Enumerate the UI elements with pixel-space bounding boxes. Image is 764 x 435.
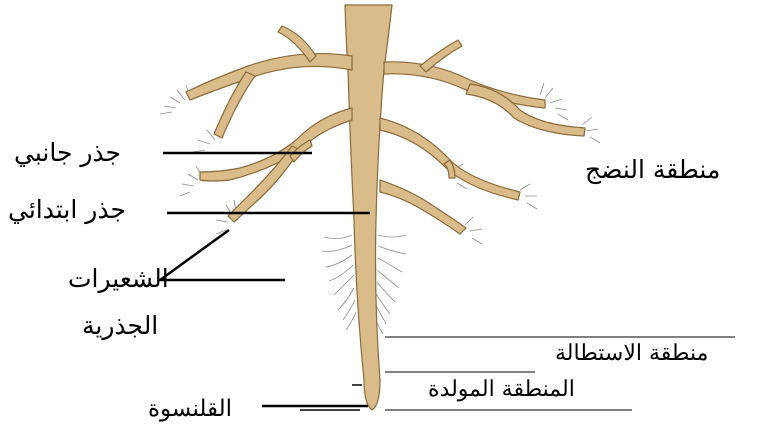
lateral-root — [466, 84, 585, 136]
lateral-root — [186, 54, 352, 100]
elongation-zone-label: منطقة الاستطالة — [555, 343, 708, 365]
maturation-zone-label: منطقة النضج — [585, 157, 720, 182]
root-hair — [375, 235, 406, 334]
root-body — [186, 5, 585, 410]
root-hairs-label-line2: الجذرية — [82, 313, 158, 338]
primary-root-label: جذر ابتدائي — [8, 197, 126, 222]
root-cap-label: القلنسوة — [148, 398, 232, 421]
root-hairs-label-line1: الشعيرات — [68, 266, 169, 291]
root-hair — [322, 235, 356, 330]
lateral-root — [228, 146, 300, 222]
meristem-zone-label: المنطقة المولدة — [428, 379, 575, 401]
root-hair — [160, 85, 190, 114]
root-hair — [465, 217, 482, 244]
root-hair — [520, 184, 537, 209]
lateral-root — [384, 62, 545, 108]
lateral-root — [420, 40, 462, 72]
root-hair — [180, 166, 202, 196]
lateral-root-label: جذر جانبي — [14, 140, 121, 165]
lateral-root — [380, 180, 466, 234]
root-hairs-pointer-diagonal — [160, 230, 229, 280]
pointer-lines — [158, 153, 735, 410]
